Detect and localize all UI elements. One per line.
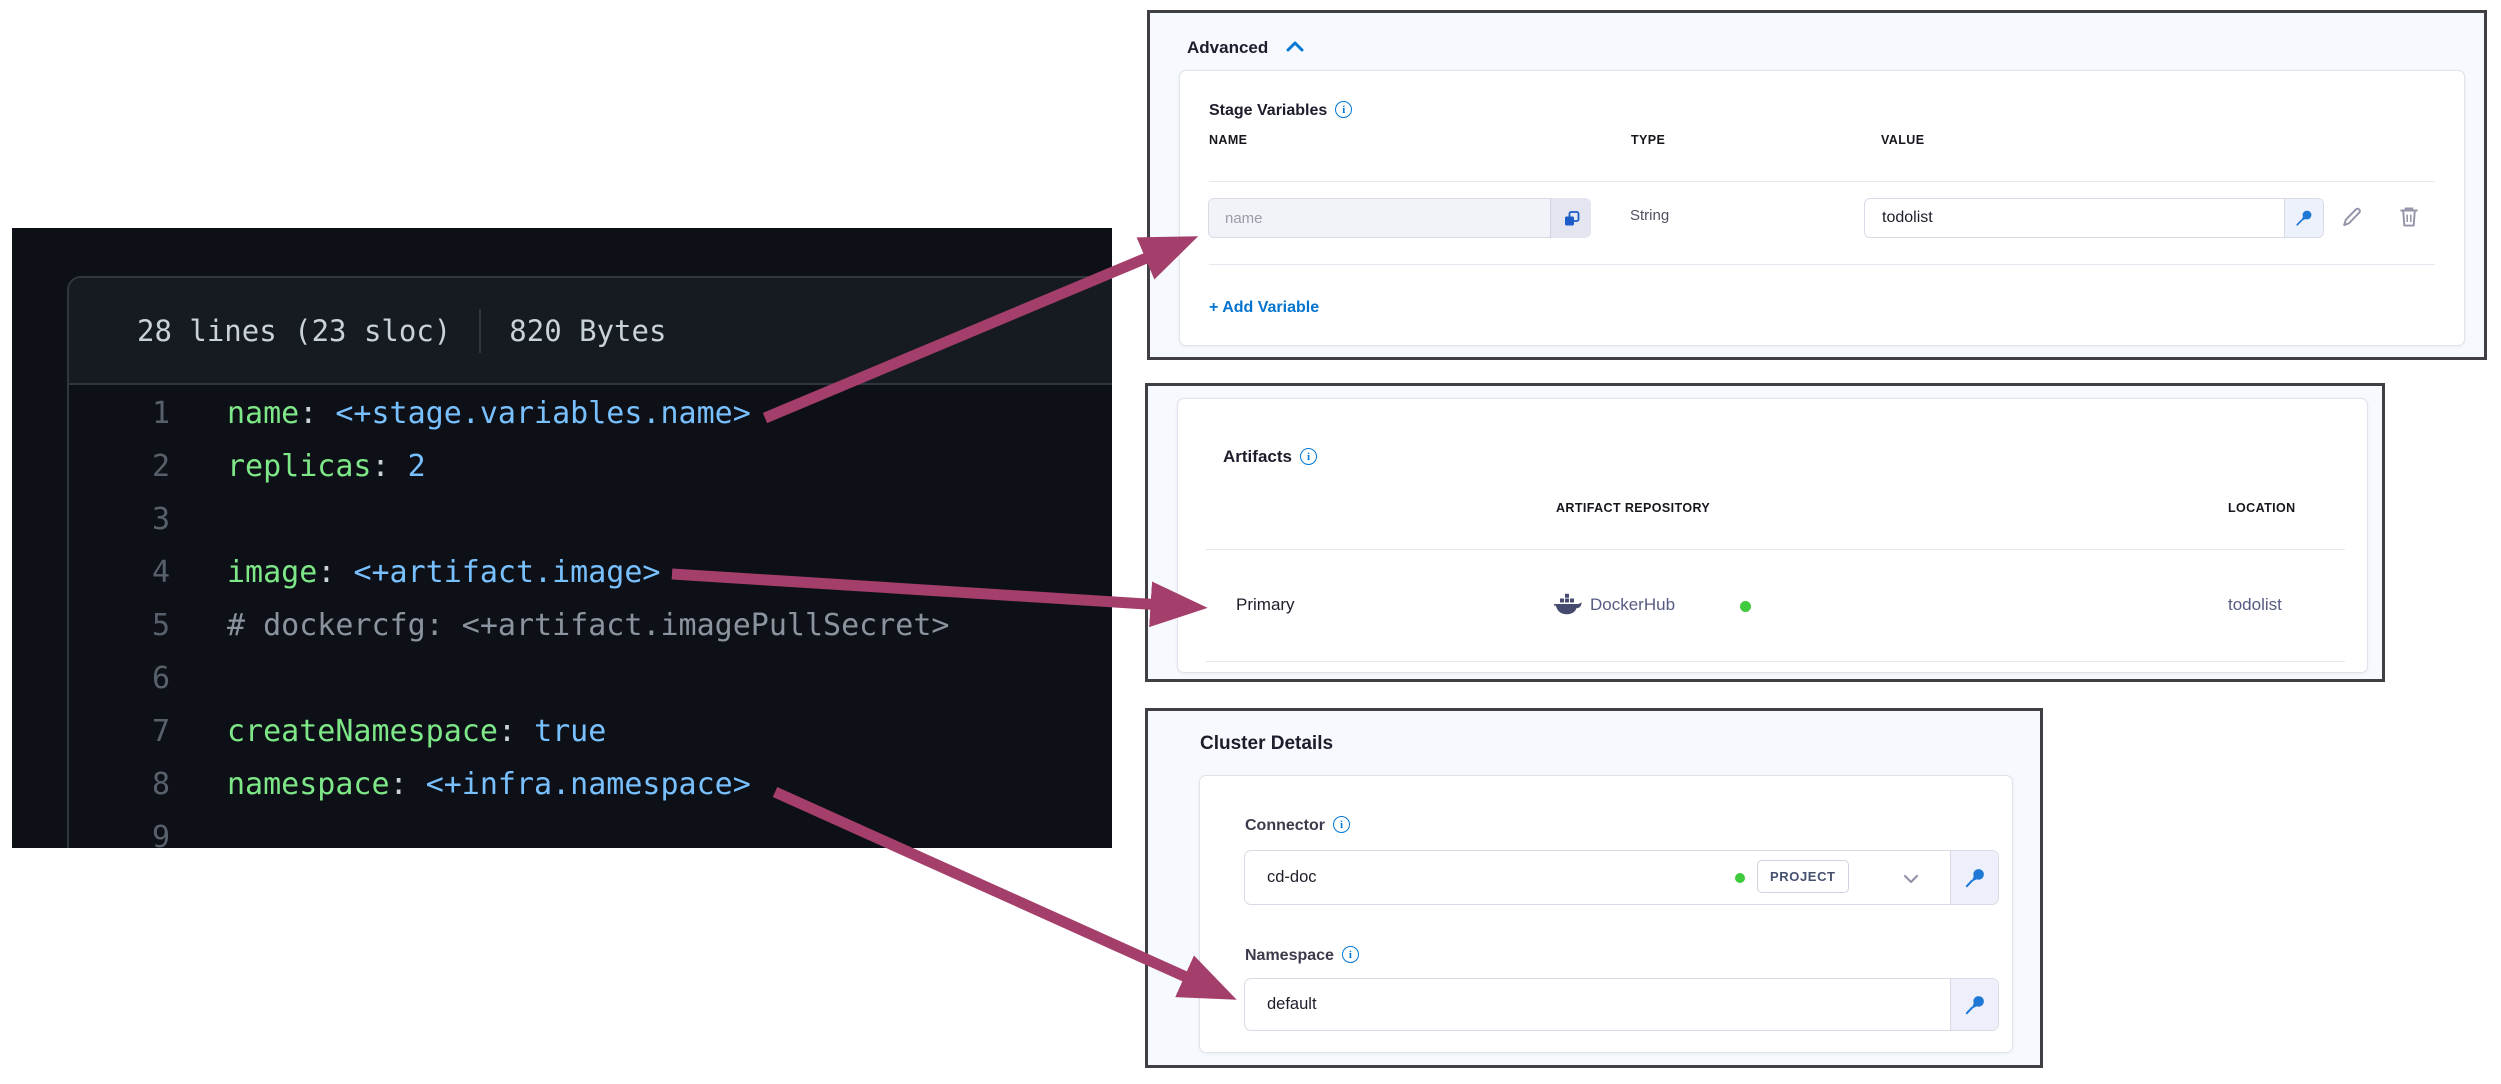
line-number: 9 bbox=[151, 820, 170, 848]
yaml-expression: <+infra.namespace> bbox=[425, 767, 751, 802]
file-lines-info: 28 lines (23 sloc) bbox=[137, 313, 452, 348]
line-number: 7 bbox=[151, 714, 170, 749]
yaml-key: replicas bbox=[227, 449, 372, 484]
namespace-input[interactable]: default bbox=[1244, 978, 1999, 1031]
column-header-artifact-repository: ARTIFACT REPOSITORY bbox=[1556, 501, 1711, 515]
add-variable-button[interactable]: + Add Variable bbox=[1209, 299, 1320, 316]
yaml-expression: <+stage.variables.name> bbox=[335, 396, 751, 431]
info-icon[interactable] bbox=[1341, 946, 1359, 963]
divider bbox=[1209, 264, 2435, 265]
pin-icon[interactable] bbox=[1950, 851, 1998, 904]
yaml-comment: # dockercfg: <+artifact.imagePullSecret> bbox=[227, 608, 950, 643]
meta-divider bbox=[479, 308, 482, 353]
line-number: 3 bbox=[151, 502, 170, 537]
code-lines: 1 name: <+stage.variables.name> 2 replic… bbox=[12, 383, 1112, 848]
column-header-location: LOCATION bbox=[2228, 501, 2296, 515]
column-header-value: VALUE bbox=[1881, 133, 1925, 147]
advanced-panel: Advanced Stage Variables NAME TYPE VALUE… bbox=[1147, 10, 2487, 360]
code-viewer: 28 lines (23 sloc) 820 Bytes 1 name: <+s… bbox=[12, 228, 1112, 848]
stage-variables-title: Stage Variables bbox=[1209, 102, 1328, 119]
info-icon[interactable] bbox=[1299, 448, 1317, 465]
connector-input[interactable]: cd-doc PROJECT bbox=[1244, 850, 1999, 905]
status-dot-icon bbox=[1740, 601, 1751, 612]
delete-icon[interactable] bbox=[2396, 204, 2422, 232]
namespace-label: Namespace bbox=[1245, 947, 1334, 964]
chevron-up-icon[interactable] bbox=[1286, 39, 1304, 57]
yaml-key: name bbox=[227, 396, 300, 431]
pin-icon[interactable] bbox=[2284, 199, 2323, 237]
divider bbox=[1206, 549, 2345, 550]
yaml-colon: : bbox=[317, 555, 354, 590]
artifact-name: Primary bbox=[1236, 595, 1295, 614]
file-size-info: 820 Bytes bbox=[509, 313, 667, 348]
info-icon[interactable] bbox=[1335, 101, 1353, 118]
column-header-type: TYPE bbox=[1631, 133, 1666, 147]
line-number: 2 bbox=[151, 449, 170, 484]
artifact-row[interactable]: Primary DockerHub todolist bbox=[1178, 585, 2367, 627]
yaml-value: 2 bbox=[407, 449, 426, 484]
divider bbox=[1209, 181, 2435, 182]
yaml-key: namespace bbox=[227, 767, 390, 802]
stage-variables-card: Stage Variables NAME TYPE VALUE String t… bbox=[1179, 70, 2465, 346]
yaml-value: true bbox=[534, 714, 607, 749]
yaml-colon: : bbox=[389, 767, 426, 802]
artifacts-card: Artifacts ARTIFACT REPOSITORY LOCATION P… bbox=[1177, 398, 2368, 673]
code-line: 5 # dockercfg: <+artifact.imagePullSecre… bbox=[12, 599, 1112, 652]
cluster-details-panel: Cluster Details Connector cd-doc PROJECT… bbox=[1145, 708, 2043, 1068]
code-line: 6 bbox=[12, 652, 1112, 705]
cluster-details-title: Cluster Details bbox=[1200, 733, 1334, 754]
status-dot-icon bbox=[1735, 872, 1745, 883]
info-icon[interactable] bbox=[1333, 816, 1350, 833]
variable-value-text: todolist bbox=[1882, 209, 1933, 226]
column-header-name: NAME bbox=[1209, 133, 1248, 147]
line-number: 6 bbox=[151, 661, 170, 696]
cluster-details-card: Connector cd-doc PROJECT Namespace defau… bbox=[1199, 775, 2013, 1053]
copy-button[interactable] bbox=[1550, 198, 1591, 238]
namespace-value: default bbox=[1267, 995, 1317, 1013]
line-number: 4 bbox=[151, 555, 170, 590]
line-number: 5 bbox=[151, 608, 170, 643]
edit-icon[interactable] bbox=[2338, 204, 2366, 232]
code-line: 3 bbox=[12, 493, 1112, 546]
code-line: 7 createNamespace: true bbox=[12, 705, 1112, 758]
yaml-expression: <+artifact.image> bbox=[353, 555, 661, 590]
line-number: 8 bbox=[151, 767, 170, 802]
code-line: 8 namespace: <+infra.namespace> bbox=[12, 758, 1112, 811]
variable-name-input[interactable] bbox=[1208, 198, 1590, 238]
yaml-key: image bbox=[227, 555, 318, 590]
yaml-key: createNamespace bbox=[227, 714, 498, 749]
artifacts-title: Artifacts bbox=[1223, 447, 1292, 466]
divider bbox=[1206, 661, 2345, 662]
code-line: 1 name: <+stage.variables.name> bbox=[12, 387, 1112, 440]
yaml-colon: : bbox=[371, 449, 408, 484]
artifact-repository-link[interactable]: DockerHub bbox=[1590, 595, 1676, 614]
connector-label: Connector bbox=[1245, 817, 1325, 834]
code-line: 9 bbox=[12, 811, 1112, 848]
artifacts-panel: Artifacts ARTIFACT REPOSITORY LOCATION P… bbox=[1145, 383, 2385, 682]
artifact-location-link[interactable]: todolist bbox=[2228, 595, 2282, 614]
yaml-colon: : bbox=[497, 714, 535, 749]
advanced-section-toggle-label[interactable]: Advanced bbox=[1187, 38, 1269, 57]
code-line: 4 image: <+artifact.image> bbox=[12, 546, 1112, 599]
yaml-colon: : bbox=[299, 396, 336, 431]
variable-type: String bbox=[1630, 207, 1670, 224]
code-line: 2 replicas: 2 bbox=[12, 440, 1112, 493]
docker-whale-icon bbox=[1554, 593, 1582, 620]
pin-icon[interactable] bbox=[1950, 979, 1998, 1030]
connector-value: cd-doc bbox=[1267, 868, 1317, 886]
line-number: 1 bbox=[151, 396, 170, 431]
chevron-down-icon[interactable] bbox=[1903, 871, 1919, 889]
variable-value-input[interactable]: todolist bbox=[1864, 198, 2324, 238]
file-meta-bar: 28 lines (23 sloc) 820 Bytes bbox=[69, 278, 1112, 385]
scope-badge: PROJECT bbox=[1757, 860, 1849, 893]
